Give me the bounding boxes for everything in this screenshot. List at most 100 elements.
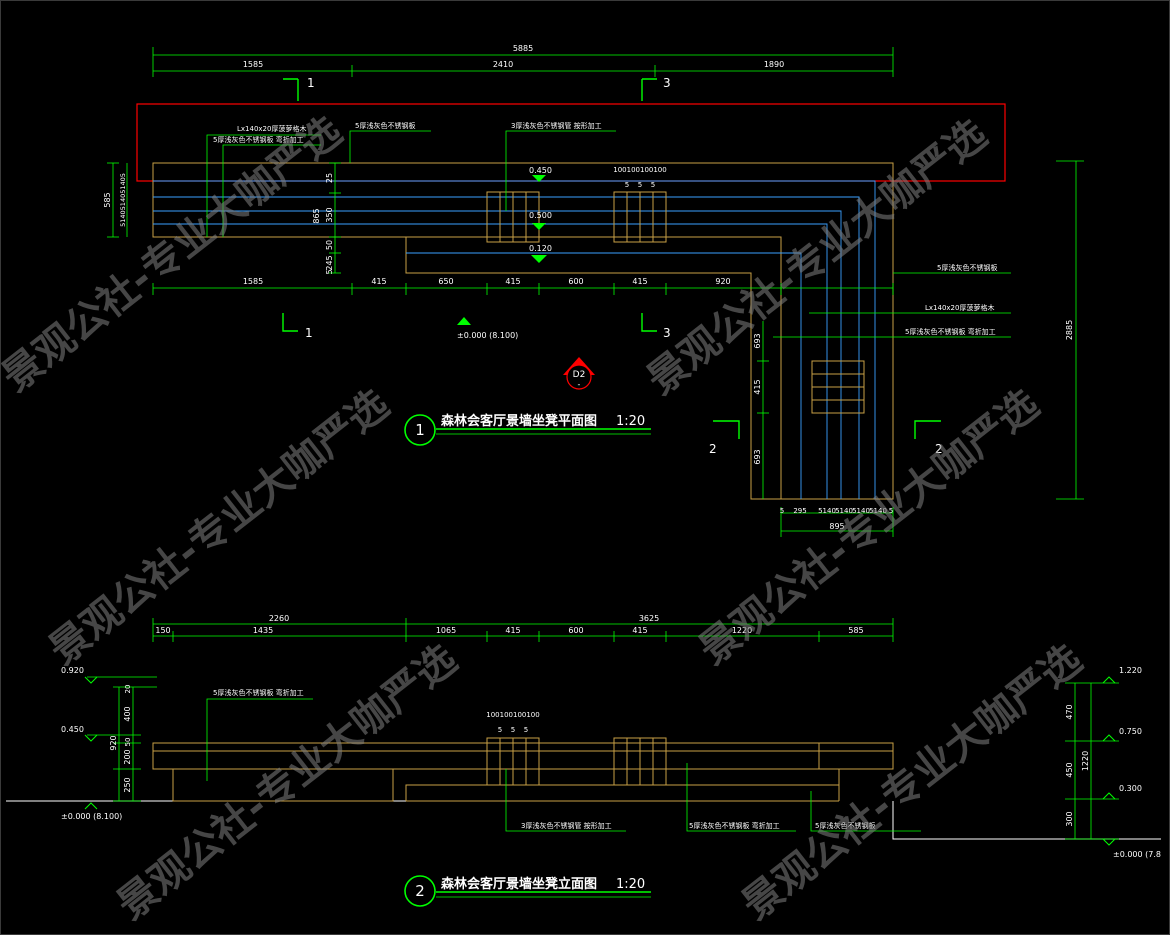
elevation-top-total: 2260 (269, 614, 289, 623)
plan-strips (153, 180, 876, 499)
elevation-left-dim: 250 (123, 777, 132, 792)
plan-arm-dim: 415 (753, 379, 762, 394)
elevation-title-block (404, 875, 651, 907)
plan-bottom-seg: 920 (715, 277, 730, 286)
plan-ground-level: ±0.000 (8.100) (457, 331, 518, 340)
elevation-top-seg: 415 (632, 626, 647, 635)
section-label: 2 (935, 442, 943, 456)
elevation-slat-sub: 5 (498, 726, 502, 734)
elevation-right-level: 0.750 (1119, 727, 1142, 736)
plan-title: 森林会客厅景墙坐凳平面图 (441, 413, 597, 429)
plan-arm-dim: 693 (753, 449, 762, 464)
elevation-left-dim: 400 (123, 706, 132, 721)
watermark: 景观公社-专业大咖严选 (41, 381, 398, 674)
plan-bottom-right: 5140 (835, 507, 853, 515)
plan-top-dimensions (107, 47, 1084, 537)
elevation-note: 5厚浅灰色不锈钢板 弯折加工 (689, 821, 780, 830)
plan-level-label: 0.450 (529, 166, 552, 175)
watermark: 景观公社-专业大咖严选 (1, 108, 350, 401)
elevation-note: 3厚浅灰色不锈钢管 按形加工 (521, 821, 612, 830)
elevation-scale: 1:20 (616, 877, 645, 892)
elevation-note: 5厚浅灰色不锈钢板 弯折加工 (213, 688, 304, 697)
plan-note: 5厚浅灰色不锈钢板 弯折加工 (213, 135, 304, 144)
plan-level-label: 0.120 (529, 244, 552, 253)
plan-slat-sub: 5 (625, 181, 629, 189)
elevation-top-dimensions (87, 618, 1119, 840)
ground-line-right (892, 801, 1161, 840)
elevation-outline (152, 737, 894, 802)
watermark: 景观公社-专业大咖严选 (109, 636, 466, 929)
plan-bottom-seg: 415 (505, 277, 520, 286)
plan-outline (152, 162, 894, 500)
elevation-left-dim: 50 (124, 738, 132, 747)
elevation-level-label: 0.920 (61, 666, 84, 675)
elevation-level-markers (84, 676, 1116, 846)
elevation-right-dim: 470 (1065, 704, 1074, 719)
plan-bottom-seg: 650 (438, 277, 453, 286)
plan-bottom-right: 5140 (869, 507, 887, 515)
plan-slat-sub: 5 (638, 181, 642, 189)
elevation-right-dim: 1220 (1081, 751, 1090, 771)
plan-bottom-seg: 1585 (243, 277, 263, 286)
section-label: 1 (305, 326, 313, 340)
plan-note: Lx140x20厚菠萝格木 (237, 124, 306, 133)
plan-left-small: 5140514051405 (119, 173, 127, 227)
plan-section-labels: 1 3 1 3 2 2 (305, 76, 943, 456)
section-label: 3 (663, 76, 671, 90)
plan-arm-dim: 693 (753, 333, 762, 348)
plan-slat-clusters (486, 191, 865, 414)
plan-left-total: 585 (103, 192, 112, 207)
plan-slat-top: 100100100100 (613, 166, 666, 174)
detail-ref-sub: - (578, 380, 581, 389)
plan-top-seg: 1890 (764, 60, 784, 69)
elevation-slat-top: 100100100100 (486, 711, 539, 719)
plan-note: 3厚浅灰色不锈钢管 按形加工 (511, 121, 602, 130)
plan-top-seg: 1585 (243, 60, 263, 69)
plan-bottom-right: 5 (889, 507, 893, 515)
section-label: 1 (307, 76, 315, 90)
elevation-level-label: ±0.000 (8.100) (61, 812, 122, 821)
plan-bottom-seg: 415 (632, 277, 647, 286)
plan-bottom-right: 5140 (818, 507, 836, 515)
plan-top-total: 5885 (513, 44, 533, 53)
plan-inner-left: 865 (312, 208, 321, 223)
plan-level-markers (457, 175, 547, 325)
elevation-top-seg: 150 (155, 626, 170, 635)
section-label: 2 (709, 442, 717, 456)
elevation-right-dim: 450 (1065, 762, 1074, 777)
plan-inner-left: 5 (325, 269, 334, 274)
elevation-dimension-labels: 2260 3625 150 1435 1065 415 600 415 1220… (61, 614, 1161, 859)
plan-dimension-labels: 5885 1585 2410 1890 1585 415 650 415 600… (103, 44, 1074, 531)
elevation-view (6, 618, 1161, 907)
plan-inner-left: 245 (325, 255, 334, 270)
elevation-note: 5厚浅灰色不锈钢板 (815, 821, 875, 830)
elevation-title: 森林会客厅景墙坐凳立面图 (441, 876, 597, 892)
plan-bottom-seg: 600 (568, 277, 583, 286)
watermark: 景观公社-专业大咖严选 (691, 381, 1048, 674)
plan-slat-sub: 5 (651, 181, 655, 189)
elevation-right-dim: 300 (1065, 811, 1074, 826)
plan-leaders (206, 130, 1011, 338)
plan-level-label: 0.500 (529, 211, 552, 220)
plan-inner-left: 25 (325, 173, 334, 183)
elevation-left-dim: 920 (109, 735, 118, 750)
watermark: 景观公社-专业大咖严选 (734, 636, 1091, 929)
plan-bottom-right-total: 895 (829, 522, 844, 531)
plan-bottom-right: 295 (793, 507, 806, 515)
elevation-slat-sub: 5 (511, 726, 515, 734)
plan-top-seg: 2410 (493, 60, 513, 69)
watermark: 景观公社-专业大咖严选 (639, 111, 996, 404)
elevation-level-label: 0.450 (61, 725, 84, 734)
elevation-top-total: 3625 (639, 614, 659, 623)
plan-note: Lx140x20厚菠萝格木 (925, 303, 994, 312)
elevation-top-seg: 1435 (253, 626, 273, 635)
elevation-leaders (206, 698, 921, 832)
plan-section-markers (282, 78, 941, 439)
plan-view (107, 47, 1084, 537)
plan-title-index: 1 (415, 421, 425, 439)
plan-notes: Lx140x20厚菠萝格木 5厚浅灰色不锈钢板 弯折加工 5厚浅灰色不锈钢板 3… (213, 121, 997, 336)
elevation-right-level: 1.220 (1119, 666, 1142, 675)
plan-scale: 1:20 (616, 414, 645, 429)
